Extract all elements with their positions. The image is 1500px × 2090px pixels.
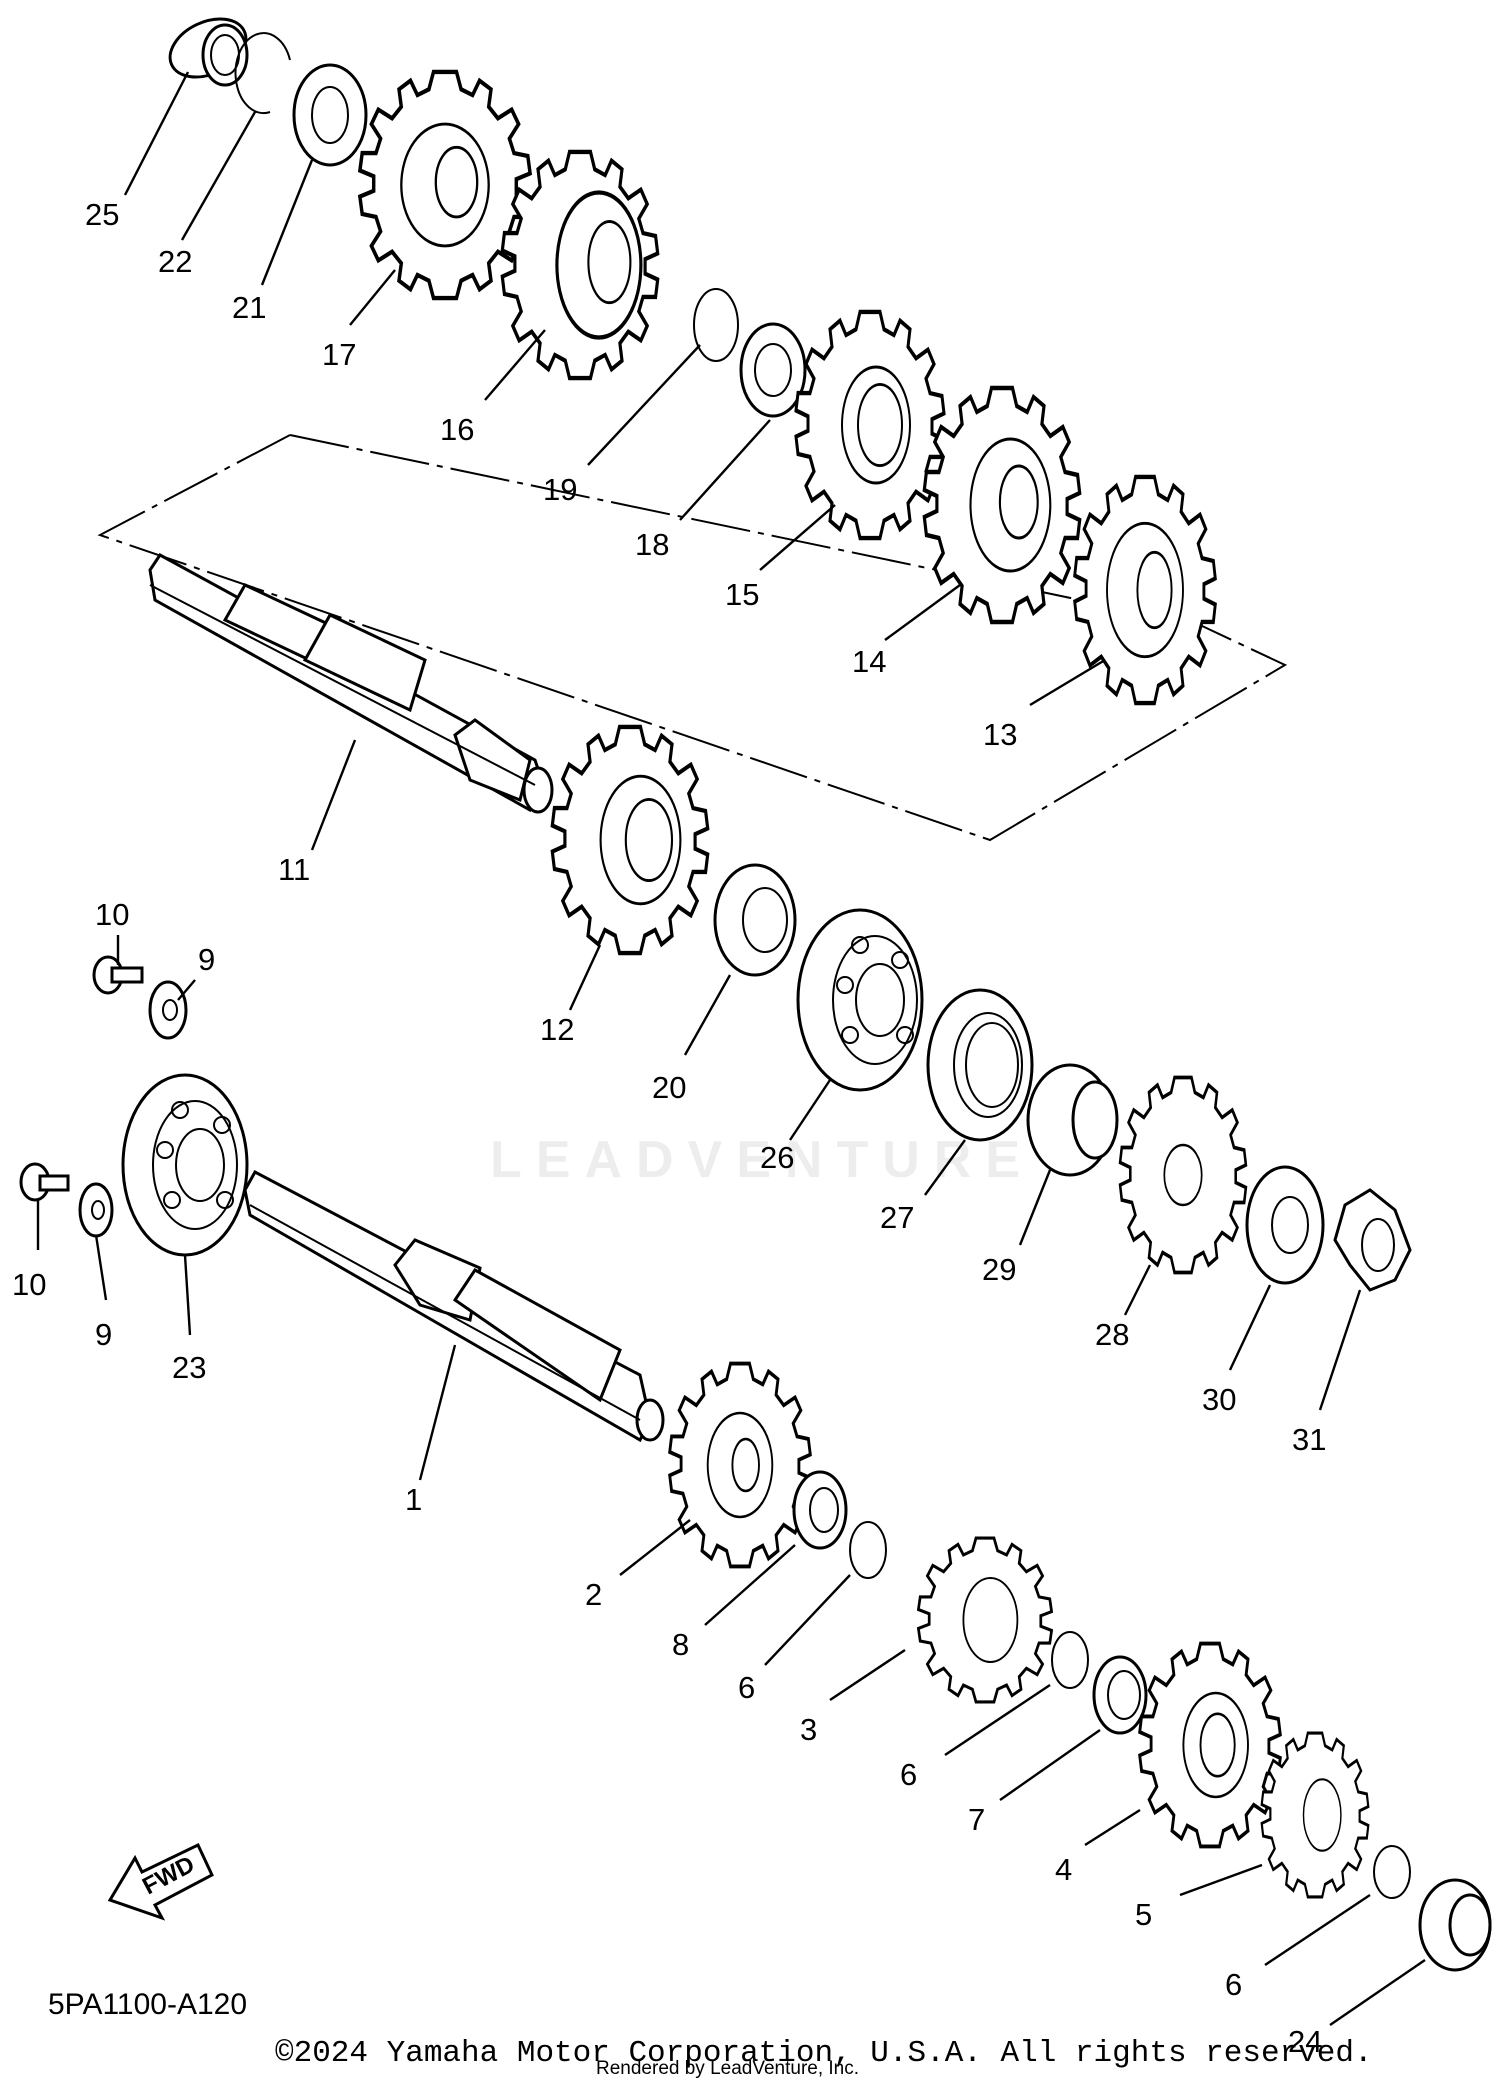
- callout-23: 23: [172, 1350, 206, 1385]
- circlip-22: [234, 32, 291, 115]
- gear-5: [1260, 1731, 1370, 1899]
- bolt-10-upper: [92, 955, 144, 995]
- toothed-washer-18: [739, 322, 807, 418]
- callout-19: 19: [543, 472, 577, 507]
- leader-lines: [36, 71, 1426, 2026]
- circlip-6-c: [1373, 1845, 1411, 1899]
- callout-3: 3: [800, 1712, 817, 1747]
- callout-24: 24: [1288, 2024, 1322, 2059]
- callout-25: 25: [85, 197, 119, 232]
- callout-27: 27: [880, 1200, 914, 1235]
- callout-22: 22: [158, 244, 192, 279]
- callout-17: 17: [322, 337, 356, 372]
- callout-31: 31: [1292, 1422, 1326, 1457]
- washer-8: [792, 1470, 848, 1550]
- washer-9-upper: [148, 980, 188, 1040]
- callout-29: 29: [982, 1252, 1016, 1287]
- callout-4: 4: [1055, 1852, 1072, 1887]
- group-outline-top: [289, 434, 1201, 626]
- callout-15: 15: [725, 577, 759, 612]
- gear-12: [552, 727, 707, 953]
- callout-9-upper: 9: [198, 942, 215, 977]
- diagram-reference-id: 5PA1100-A120: [48, 1988, 248, 2021]
- callout-6-b: 6: [900, 1757, 917, 1792]
- callout-13: 13: [983, 717, 1017, 752]
- gear-4: [1137, 1641, 1283, 1849]
- collar-29: [1026, 1063, 1119, 1177]
- callout-30: 30: [1202, 1382, 1236, 1417]
- callout-26: 26: [760, 1140, 794, 1175]
- counter-shaft-11: [148, 553, 554, 814]
- sprocket-28: [1118, 1075, 1248, 1275]
- copyright-notice: ©2024 Yamaha Motor Corporation, U.S.A. A…: [275, 2036, 1373, 2071]
- callout-20: 20: [652, 1070, 686, 1105]
- gear-15: [796, 312, 944, 538]
- watermark-text: LEADVENTURE: [490, 1131, 1035, 1189]
- callout-6-a: 6: [738, 1670, 755, 1705]
- callout-10-upper: 10: [95, 897, 129, 932]
- washer-9-lower: [78, 1182, 114, 1238]
- fwd-arrow-icon: FWD: [107, 1842, 214, 1921]
- bearing-23: [121, 1073, 249, 1257]
- callouts: 25 22 21 17 16 19 18 15 14 13 11 12 20 2…: [12, 197, 1326, 2059]
- callout-5: 5: [1135, 1897, 1152, 1932]
- gear-17: [360, 72, 530, 298]
- bolt-10-lower: [19, 1162, 70, 1202]
- gear-2: [667, 1361, 813, 1569]
- callout-9-lower: 9: [95, 1317, 112, 1352]
- callout-1: 1: [405, 1482, 422, 1517]
- callout-21: 21: [232, 290, 266, 325]
- gear-14: [924, 388, 1079, 622]
- rendered-by-credit: Rendered by LeadVenture, Inc.: [596, 2058, 860, 2079]
- main-shaft-1: [243, 1169, 665, 1443]
- circlip-6-b: [1051, 1631, 1089, 1689]
- bearing-26: [796, 908, 924, 1092]
- gear-3: [916, 1536, 1054, 1704]
- washer-20: [713, 863, 797, 977]
- callout-16: 16: [440, 412, 474, 447]
- needle-bearing-24: [1418, 1878, 1492, 1972]
- lock-washer-30: [1245, 1165, 1325, 1285]
- callout-14: 14: [852, 644, 886, 679]
- oil-seal-27: [926, 988, 1034, 1142]
- nut-31: [1333, 1188, 1412, 1292]
- circlip-19: [693, 288, 739, 362]
- washer-7: [1092, 1655, 1148, 1735]
- callout-12: 12: [540, 1012, 574, 1047]
- callout-11: 11: [278, 852, 310, 887]
- callout-8: 8: [672, 1627, 689, 1662]
- circlip-6-a: [849, 1521, 887, 1579]
- gear-16: [502, 152, 657, 378]
- group-outline: [97, 434, 1288, 842]
- washer-21: [292, 63, 368, 167]
- gear-13: [1075, 477, 1216, 703]
- callout-28: 28: [1095, 1317, 1129, 1352]
- callout-18: 18: [635, 527, 669, 562]
- callout-10-lower: 10: [12, 1267, 46, 1302]
- callout-2: 2: [585, 1577, 602, 1612]
- callout-6-c: 6: [1225, 1967, 1242, 2002]
- callout-7: 7: [968, 1802, 985, 1837]
